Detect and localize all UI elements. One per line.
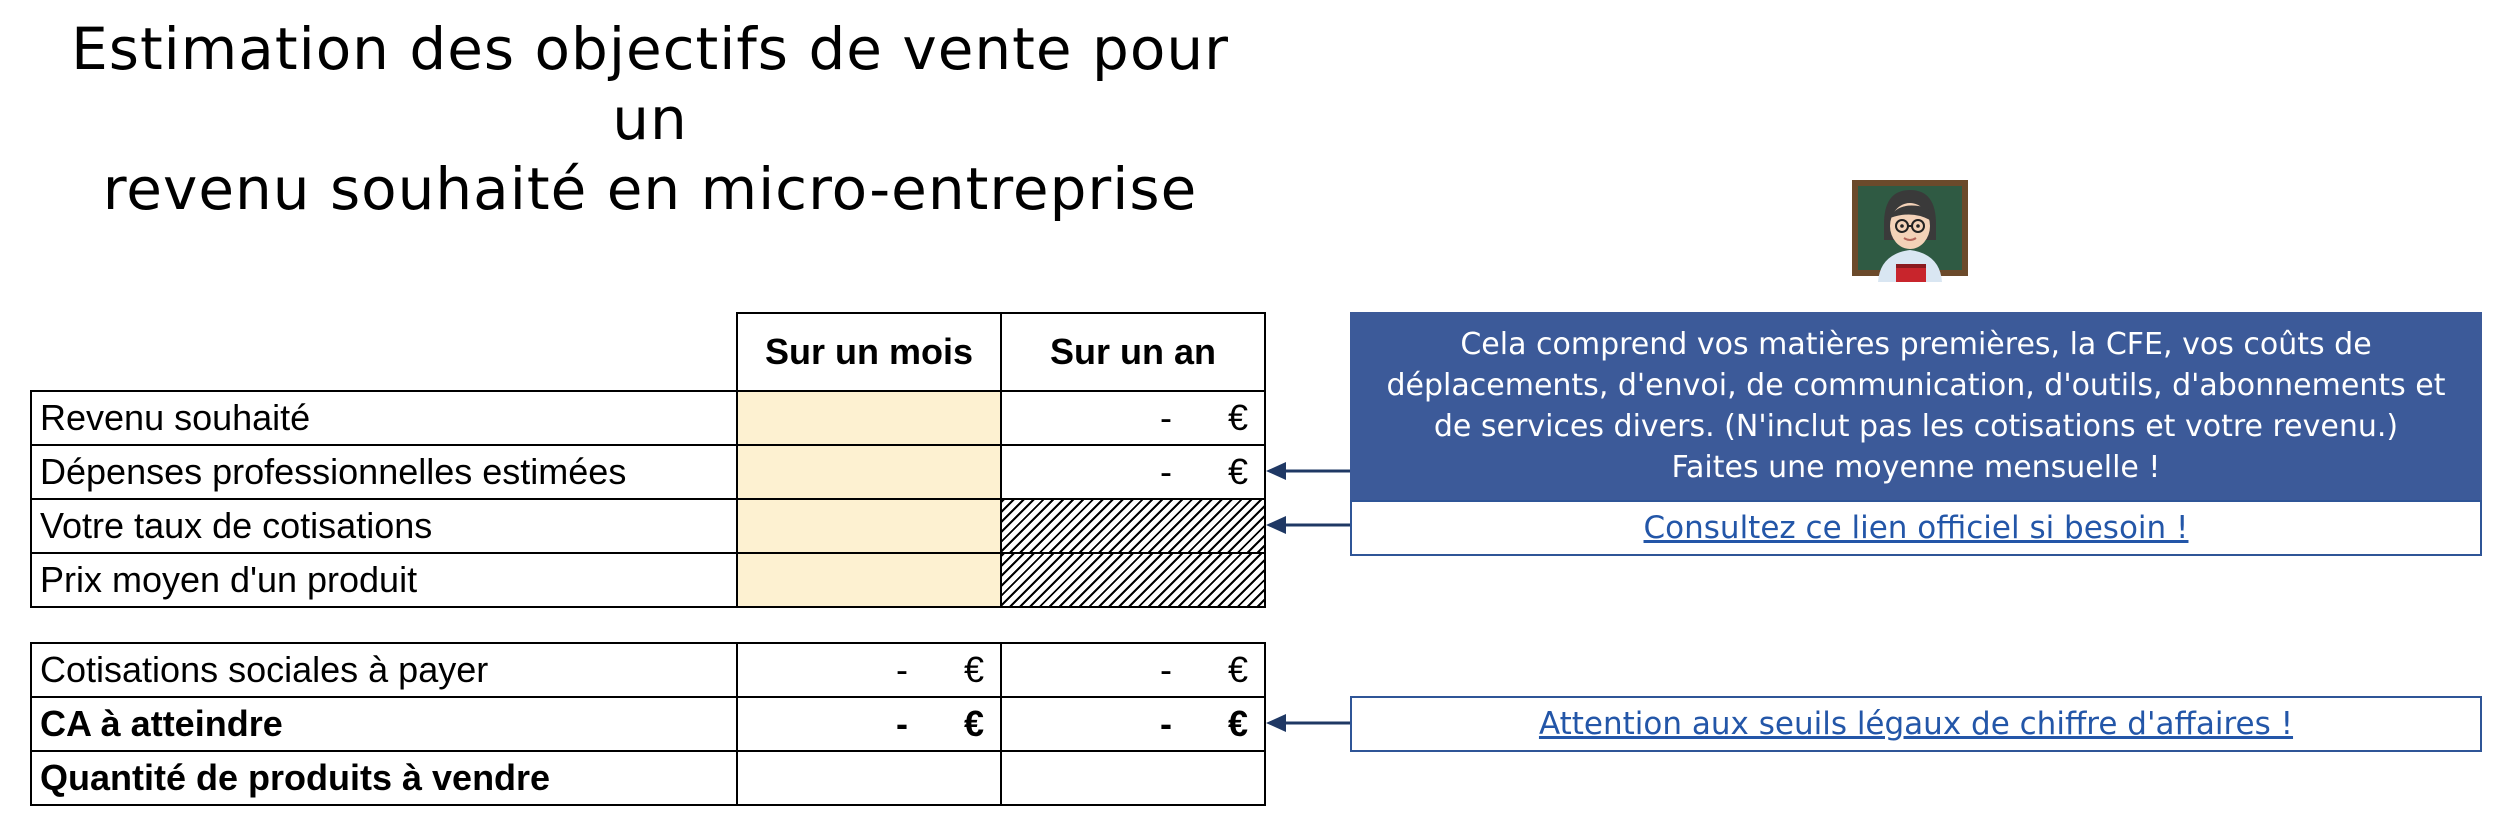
value-dash: - [1159,703,1172,744]
euro-sign: € [963,703,984,744]
arrow-left-icon [1266,516,1350,534]
header-year: Sur un an [1000,312,1266,392]
info-line: déplacements, d'envoi, de communication,… [1386,368,2446,403]
hatched-cell-taux-year [1000,498,1266,554]
value-dash: - [1159,397,1172,438]
expenses-info-box: Cela comprend vos matières premières, la… [1350,312,2482,502]
input-taux-month[interactable] [736,498,1002,554]
info-line: Cela comprend vos matières premières, la… [1460,327,2372,362]
value-dash: - [1159,451,1172,492]
arrow-left-icon [1266,462,1350,480]
page-title-line-1: Estimation des objectifs de vente pour u… [71,15,1229,153]
teacher-emoji-icon [1852,180,1968,282]
value-dash: - [895,649,908,690]
row-label-depenses: Dépenses professionnelles estimées [30,444,738,500]
row-label-quantite: Quantité de produits à vendre [30,750,738,806]
euro-sign: € [1227,649,1248,690]
value-quantite-year [1000,750,1266,806]
official-link[interactable]: Consultez ce lien officiel si besoin ! [1350,500,2482,556]
page-title: Estimation des objectifs de vente pour u… [40,14,1260,224]
euro-sign: € [1227,451,1248,492]
arrow-left-icon [1266,714,1350,732]
input-revenu-month[interactable] [736,390,1002,446]
value-dash: - [895,703,908,744]
info-line: de services divers. (N'inclut pas les co… [1433,409,2399,444]
euro-sign: € [1227,397,1248,438]
thresholds-link[interactable]: Attention aux seuils légaux de chiffre d… [1350,696,2482,752]
euro-sign: € [963,649,984,690]
hatched-cell-prix-year [1000,552,1266,608]
info-line: Faites une moyenne mensuelle ! [1671,450,2161,485]
page-title-line-2: revenu souhaité en micro-entreprise [102,155,1198,223]
value-ca-year: -€ [1000,696,1266,752]
row-label-prix: Prix moyen d'un produit [30,552,738,608]
value-dash: - [1159,649,1172,690]
euro-sign: € [1227,703,1248,744]
